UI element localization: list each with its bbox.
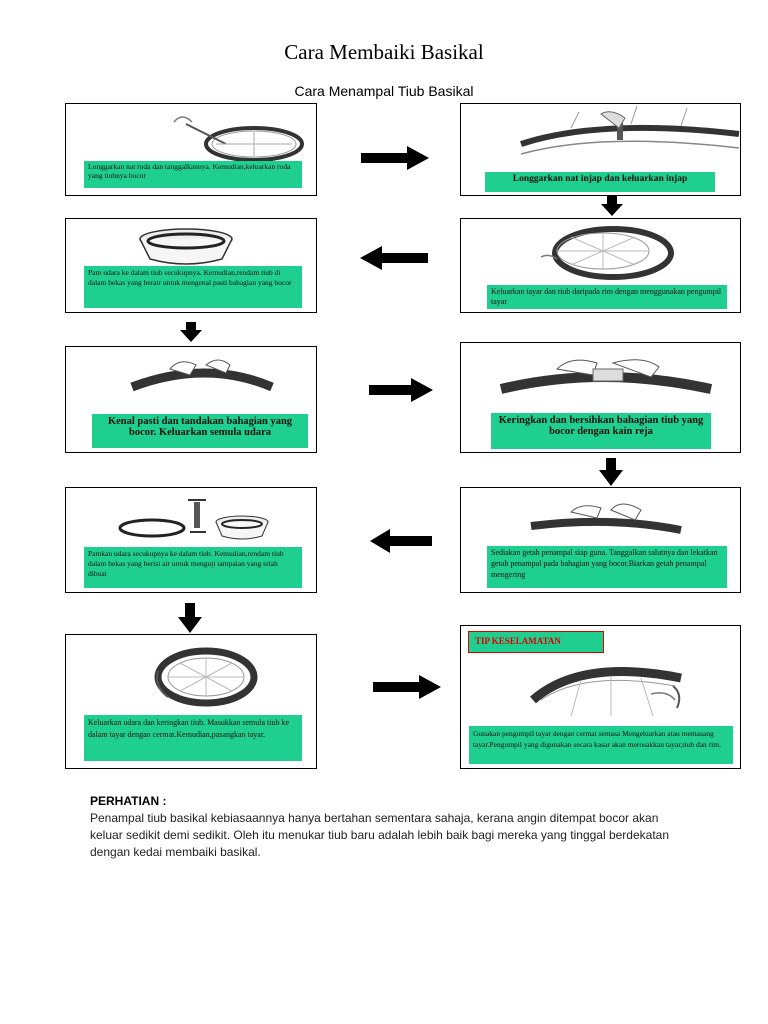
notice-heading: PERHATIAN : — [90, 794, 166, 808]
arrow-down-icon — [601, 196, 623, 216]
arrow-right-icon — [369, 378, 433, 402]
tip-heading: TIP KESELAMATAN — [468, 631, 604, 653]
step-1-panel: Longgarkan nat roda dan tanggalkannya. K… — [65, 103, 317, 196]
notice-body: Penampal tiub basikal kebiasaannya hanya… — [90, 810, 680, 861]
step-3-panel: Keluarkan tayar dan tiub daripada rim de… — [460, 218, 741, 313]
step-5-panel: Kenal pasti dan tandakan bahagian yang b… — [65, 346, 317, 453]
safety-tip-panel: TIP KESELAMATAN Gunakan pengumpil tayar … — [460, 625, 741, 769]
step-1-caption: Longgarkan nat roda dan tanggalkannya. K… — [84, 161, 302, 188]
arrow-left-icon — [360, 246, 428, 270]
arrow-right-icon — [373, 675, 441, 699]
step-6-panel: Keringkan dan bersihkan bahagian tiub ya… — [460, 342, 741, 453]
step-8-caption: Pamkan udara secukupnya ke dalam tiub. K… — [84, 547, 302, 588]
step-3-caption: Keluarkan tayar dan tiub daripada rim de… — [487, 285, 727, 309]
step-6-caption: Keringkan dan bersihkan bahagian tiub ya… — [491, 413, 711, 449]
page-subtitle: Cara Menampal Tiub Basikal — [0, 83, 768, 99]
step-4-caption: Pam udara ke dalam tiub secukupnya. Kemu… — [84, 266, 302, 308]
arrow-right-icon — [361, 146, 429, 170]
tip-caption: Gunakan pengumpil tayar dengan cermat se… — [469, 726, 733, 764]
step-9-caption: Keluarkan udara dan keringkan tiub. Masu… — [84, 715, 302, 761]
step-2-panel: Longgarkan nat injap dan keluarkan injap — [460, 103, 741, 196]
arrow-down-icon — [178, 603, 202, 633]
step-5-caption: Kenal pasti dan tandakan bahagian yang b… — [92, 414, 308, 448]
step-4-panel: Pam udara ke dalam tiub secukupnya. Kemu… — [65, 218, 317, 313]
step-7-caption: Sediakan getah penampal siap guna. Tangg… — [487, 546, 727, 588]
step-8-panel: Pamkan udara secukupnya ke dalam tiub. K… — [65, 487, 317, 593]
arrow-left-icon — [370, 529, 432, 553]
arrow-down-icon — [599, 458, 623, 486]
step-2-caption: Longgarkan nat injap dan keluarkan injap — [485, 172, 715, 192]
page-title: Cara Membaiki Basikal — [0, 40, 768, 65]
arrow-down-icon — [180, 322, 202, 342]
step-7-panel: Sediakan getah penampal siap guna. Tangg… — [460, 487, 741, 593]
step-9-panel: Keluarkan udara dan keringkan tiub. Masu… — [65, 634, 317, 769]
